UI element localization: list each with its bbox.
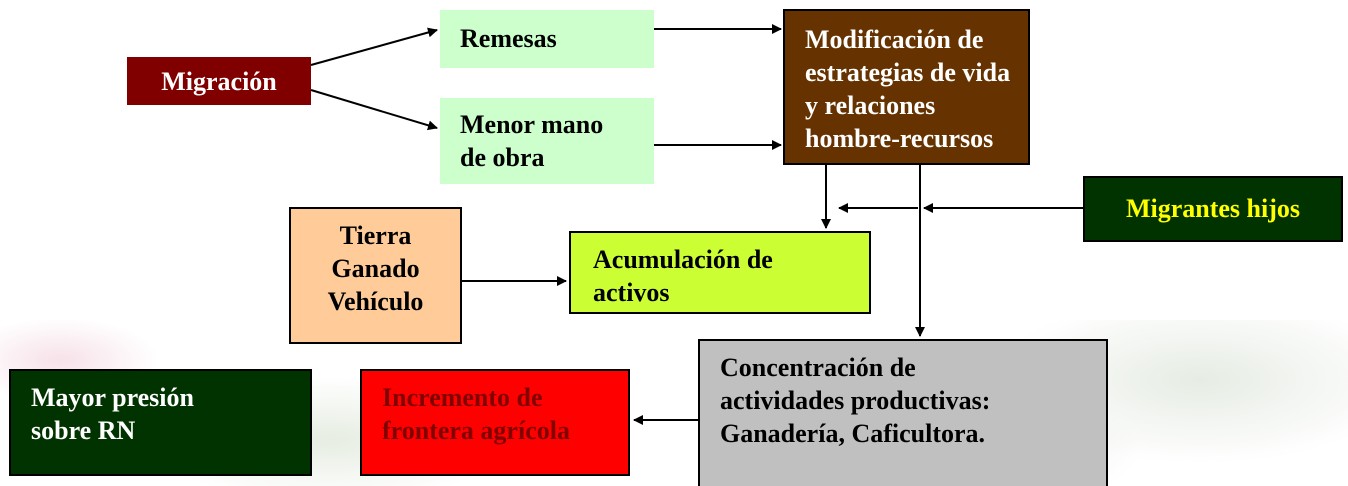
node-remesas: Remesas: [440, 10, 654, 68]
node-modificacion-estrategias: Modificación de estrategias de vida y re…: [783, 9, 1030, 165]
node-acumulacion-activos: Acumulación de activos: [569, 231, 871, 314]
node-mayor-presion: Mayor presión sobre RN: [9, 369, 312, 476]
node-tierra-line-1: Tierra: [339, 221, 412, 250]
node-migracion-text: Migración: [161, 67, 277, 96]
node-tierra-line-2: Ganado: [331, 254, 420, 283]
node-menor-mano-de-obra: Menor mano de obra: [440, 98, 654, 184]
node-migrantes-text: Migrantes hijos: [1125, 194, 1301, 223]
arrow-migracion-remesas: [310, 27, 438, 66]
node-tierra-ganado-vehiculo: Tierra Ganado Vehículo: [289, 207, 462, 344]
node-acumulacion-line-1: Acumulación de: [593, 245, 773, 274]
node-migrantes-hijos: Migrantes hijos: [1083, 176, 1343, 242]
node-modificacion-line-3: y relaciones: [805, 91, 936, 120]
node-concentracion-line-1: Concentración de: [720, 353, 916, 382]
node-incremento-line-2: frontera agrícola: [382, 416, 570, 445]
node-tierra-line-3: Vehículo: [327, 287, 424, 316]
node-mayor-line-1: Mayor presión: [31, 383, 194, 412]
node-modificacion-line-4: hombre-recursos: [805, 124, 994, 153]
node-modificacion-line-1: Modificación de: [805, 25, 984, 54]
node-remesas-text: Remesas: [460, 24, 557, 53]
node-concentracion-line-2: actividades productivas:: [720, 386, 991, 415]
node-migracion: Migración: [127, 57, 311, 105]
node-acumulacion-line-2: activos: [593, 278, 670, 307]
node-concentracion-line-3: Ganadería, Caficultora.: [720, 419, 986, 448]
arrow-migracion-menor: [310, 89, 438, 131]
node-menor-line-2: de obra: [460, 143, 545, 172]
node-modificacion-line-2: estrategias de vida: [805, 58, 1011, 87]
node-mayor-line-2: sobre RN: [31, 416, 136, 445]
node-incremento-line-1: Incremento de: [382, 383, 543, 412]
node-menor-line-1: Menor mano: [460, 110, 604, 139]
node-concentracion-actividades: Concentración de actividades productivas…: [698, 339, 1108, 486]
node-incremento-frontera: Incremento de frontera agrícola: [360, 369, 630, 476]
